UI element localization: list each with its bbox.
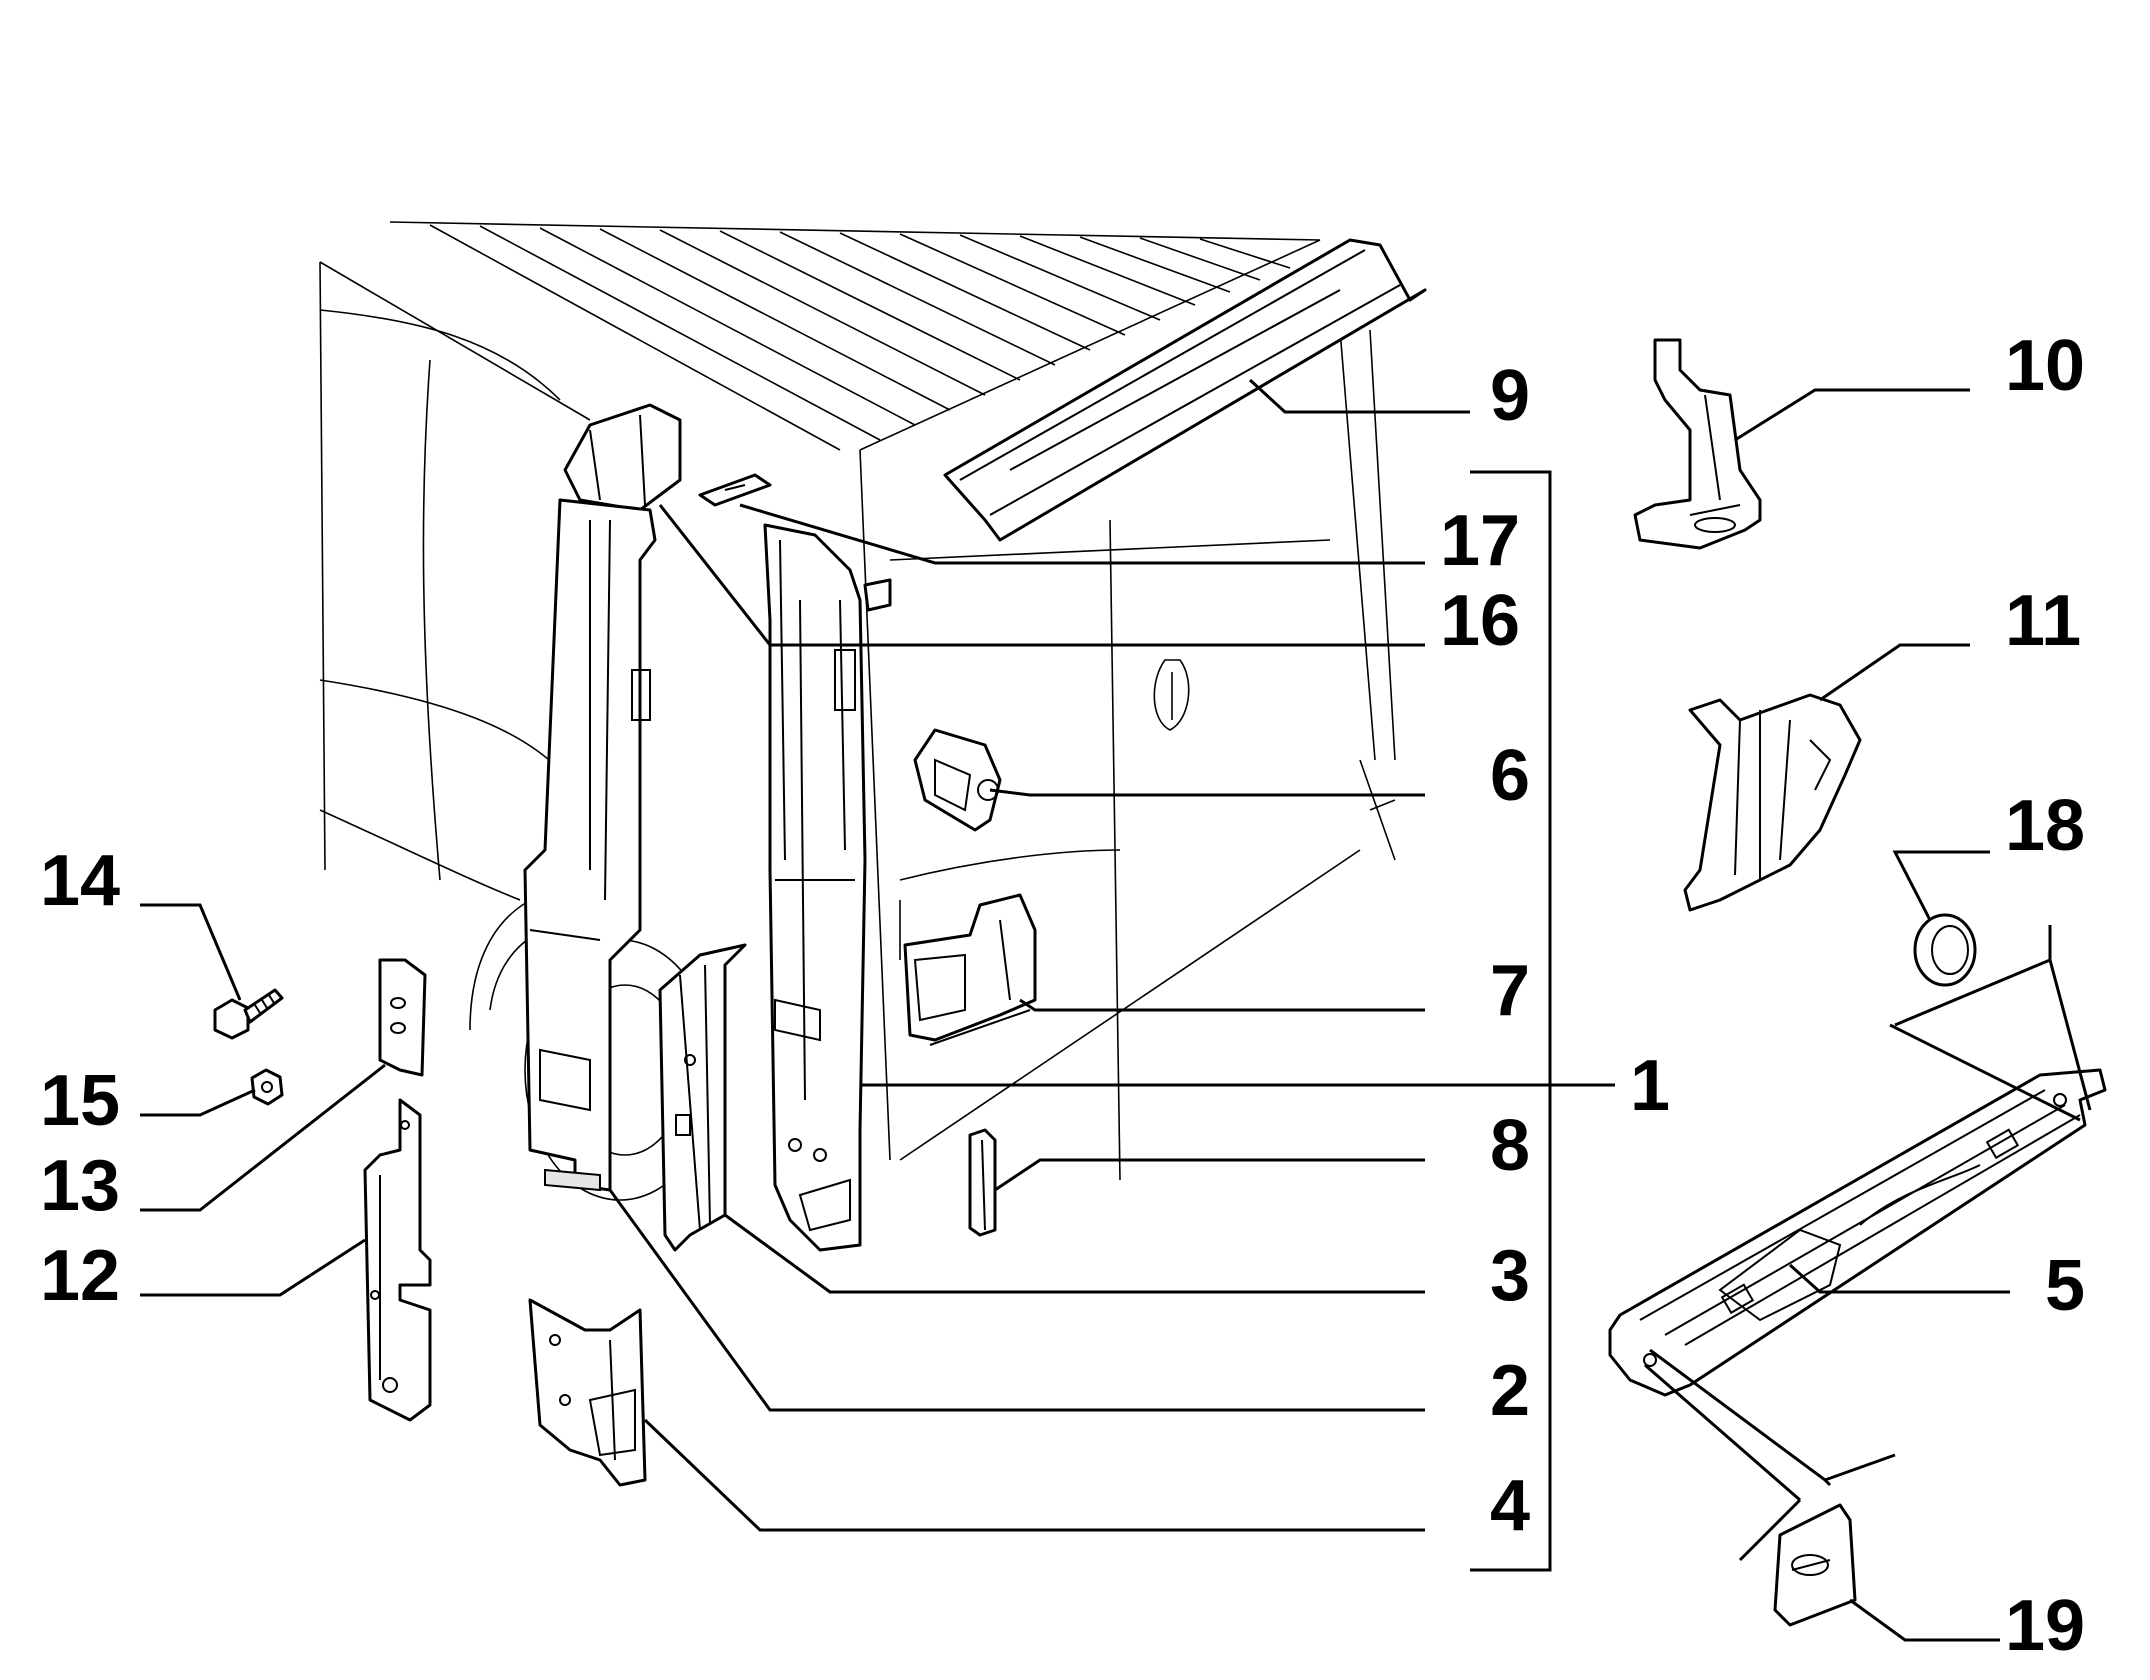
callout-6: 6 [1490, 736, 1530, 816]
part-7-lock-bracket [903, 893, 1037, 1046]
callout-4: 4 [1490, 1466, 1530, 1546]
callout-1: 1 [1630, 1046, 1670, 1126]
callout-13: 13 [40, 1146, 120, 1226]
group-bracket [1470, 470, 1552, 1572]
callout-3: 3 [1490, 1236, 1530, 1316]
part-15-nut [250, 1068, 284, 1106]
callout-2: 2 [1490, 1351, 1530, 1431]
part-3-pillar-reinforcement [658, 943, 747, 1252]
callout-labels: 1 2 3 4 5 6 7 8 9 10 11 12 13 14 15 16 1… [40, 326, 2085, 1666]
part-17-plate [698, 473, 772, 507]
leader-lines [140, 378, 2092, 1642]
callout-7: 7 [1490, 951, 1530, 1031]
callout-5: 5 [2045, 1246, 2085, 1326]
callout-18: 18 [2005, 786, 2085, 866]
part-19-cover-plate [1773, 1503, 1857, 1627]
callout-12: 12 [40, 1236, 120, 1316]
part-14-bolt [213, 988, 284, 1040]
callout-17: 17 [1440, 501, 1520, 581]
callout-19: 19 [2005, 1586, 2085, 1666]
part-18-grommet [1913, 913, 1977, 987]
part-4-lower-closing-panel [528, 1298, 647, 1487]
part-1-rear-pillar-inner [763, 523, 892, 1252]
callout-10: 10 [2005, 326, 2085, 406]
part-13-shim-plate [378, 958, 427, 1077]
callout-14: 14 [40, 841, 120, 921]
callout-8: 8 [1490, 1106, 1530, 1186]
part-5-lower-crossmember [1608, 1068, 2107, 1397]
part-2-rear-pillar-outer [523, 498, 657, 1192]
callout-11: 11 [2005, 581, 2081, 661]
part-16-pillar-cap [563, 403, 682, 512]
part-9-roof-crossmember [943, 238, 1427, 542]
part-8-channel [968, 1128, 997, 1237]
callout-9: 9 [1490, 356, 1530, 436]
part-6-hinge-bracket [913, 728, 1002, 832]
part-11-bracket [1683, 693, 1862, 912]
part-10-bracket [1633, 338, 1762, 550]
callout-16: 16 [1440, 581, 1520, 661]
callout-15: 15 [40, 1061, 120, 1141]
part-12-plate [363, 1098, 432, 1422]
